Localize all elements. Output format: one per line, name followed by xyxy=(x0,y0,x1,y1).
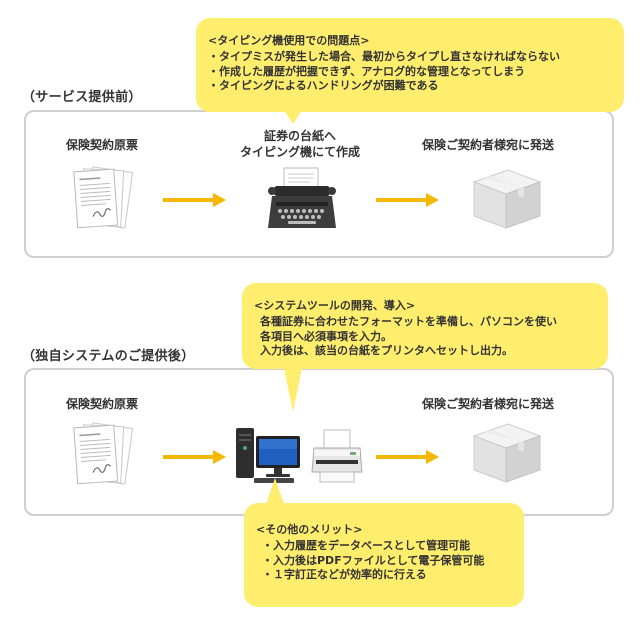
arrow-right-icon xyxy=(163,192,227,208)
callout-after-merits: <その他のメリット> ・入力履歴をデータベースとして管理可能 ・入力後はPDFフ… xyxy=(244,503,524,607)
before-col3-label: 保険ご契約者様宛に発送 xyxy=(422,138,555,152)
after-col1-label: 保険契約原票 xyxy=(66,397,139,411)
before-col2-label-line1: 証券の台紙へ xyxy=(263,129,336,143)
document-stack-icon xyxy=(72,420,134,488)
callout-before-title: <タイピング機使用での問題点> xyxy=(208,34,370,47)
callout-after-merits-title: <その他のメリット> xyxy=(256,523,363,536)
callout-after-system-line: 各項目へ必須事項を入力。 xyxy=(260,329,392,343)
callout-before-line: ・タイプミスが発生した場合、最初からタイプし直さなければならない xyxy=(208,50,560,63)
callout-after-merits-line: ・入力履歴をデータベースとして管理可能 xyxy=(262,539,471,552)
arrow-right-icon xyxy=(376,192,440,208)
callout-after-system-line: 入力後は、該当の台紙をプリンタへセットし出力。 xyxy=(260,344,513,357)
callout-before-tail xyxy=(284,110,302,124)
callout-before-problems: <タイピング機使用での問題点> ・タイプミスが発生した場合、最初からタイプし直さ… xyxy=(196,18,624,112)
section-label-after: （独自システムのご提供後） xyxy=(22,349,195,364)
callout-after-system-tail xyxy=(284,368,302,412)
before-col1-label: 保険契約原票 xyxy=(66,138,139,152)
before-col2-label: 証券の台紙へ タイピング機にて作成 xyxy=(230,128,370,160)
callout-after-system-line: 各種証券に合わせたフォーマットを準備し、パソコンを使い xyxy=(260,315,557,328)
typewriter-icon xyxy=(266,166,338,232)
arrow-right-icon xyxy=(163,449,227,465)
callout-after-merits-line: ・１字訂正などが効率的に行える xyxy=(262,568,427,581)
document-stack-icon xyxy=(72,164,134,232)
arrow-right-icon xyxy=(376,449,440,465)
callout-before-line: ・作成した履歴が把握できず、アナログ的な管理となってしまう xyxy=(208,64,526,78)
callout-after-system-title: <システムツールの開発、導入> xyxy=(254,299,416,312)
callout-after-merits-tail xyxy=(266,478,284,504)
callout-before-line: ・タイピングによるハンドリングが困難である xyxy=(208,79,439,92)
before-col2-label-line2: タイピング機にて作成 xyxy=(239,145,360,159)
after-col3-label: 保険ご契約者様宛に発送 xyxy=(422,397,555,411)
printer-icon xyxy=(310,428,364,484)
box-icon xyxy=(470,418,544,486)
callout-after-merits-line: ・入力後はPDFファイルとして電子保管可能 xyxy=(262,553,485,567)
box-icon xyxy=(470,164,544,232)
computer-icon xyxy=(236,426,302,484)
callout-after-system: <システムツールの開発、導入> 各種証券に合わせたフォーマットを準備し、パソコン… xyxy=(242,283,608,369)
section-label-before: （サービス提供前） xyxy=(22,90,142,105)
